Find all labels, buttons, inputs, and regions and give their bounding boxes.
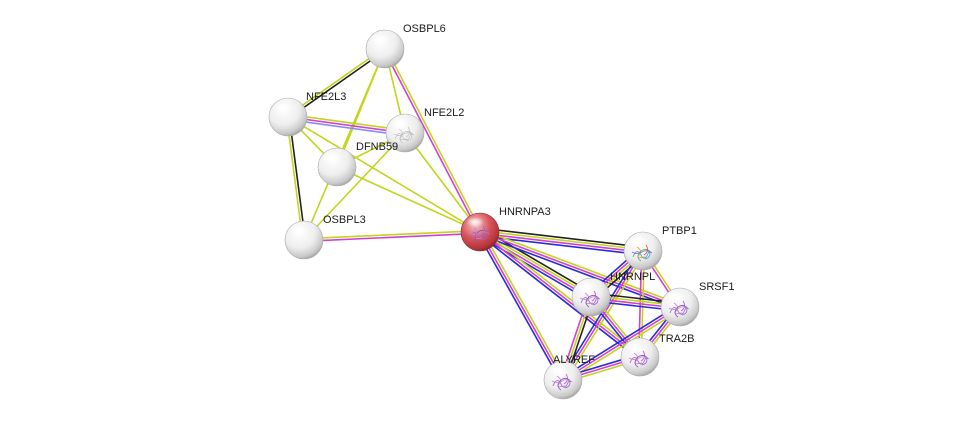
node-label: HNRNPA3 (499, 206, 551, 218)
edge-nfe2l2-osbpl3[interactable] (303, 132, 406, 241)
edge-osbpl6-nfe2l3[interactable] (286, 47, 387, 119)
node-label: HNRNPL (610, 271, 655, 283)
node-label: PTBP1 (662, 225, 697, 237)
edge-line-textmining (480, 229, 643, 356)
protein-structure-icon (468, 225, 490, 243)
node-label: OSBPL3 (323, 214, 366, 226)
node-osbpl6[interactable]: OSBPL6 (365, 23, 446, 69)
edge-hnrnpa3-srsf1[interactable] (478, 228, 682, 311)
node-osbpl3[interactable]: OSBPL3 (284, 214, 366, 260)
edge-line-textmining (481, 229, 567, 380)
node-highlight (323, 152, 341, 162)
node-highlight (549, 365, 567, 375)
node-dfnb59[interactable]: DFNB59 (317, 141, 398, 187)
edge-line-experiments (562, 306, 681, 381)
edge-line-databases (478, 233, 680, 311)
edge-nfe2l3-hnrnpa3[interactable] (287, 116, 481, 233)
node-srsf1[interactable]: SRSF1 (660, 281, 734, 327)
node-ptbp1[interactable]: PTBP1 (623, 225, 697, 271)
edge-line-textmining (479, 229, 644, 251)
node-highlight (577, 282, 595, 292)
edge-line-homology (286, 118, 406, 137)
edge-line-textmining (404, 132, 481, 233)
edge-osbpl6-hnrnpa3[interactable] (383, 47, 482, 234)
edge-line-coexpression (288, 116, 307, 241)
node-highlight (391, 118, 409, 128)
protein-structure-icon (628, 350, 650, 368)
protein-structure-icon (579, 290, 601, 308)
edge-line-textmining (564, 251, 647, 383)
edge-line-textmining (285, 116, 304, 241)
node-label: SRSF1 (699, 281, 734, 293)
edge-line-coexpression (287, 49, 387, 119)
node-label: NFE2L2 (424, 107, 464, 119)
node-hnrnpa3[interactable]: HNRNPA3 (460, 206, 551, 252)
edge-line-textmining (287, 116, 481, 233)
protein-structure-icon (631, 244, 653, 262)
edge-line-textmining (336, 166, 481, 233)
edge-line-experiments (479, 232, 644, 254)
edge-line-experiments (303, 232, 481, 243)
edge-nfe2l3-nfe2l2[interactable] (286, 113, 407, 137)
node-highlight (274, 102, 292, 112)
node-label: ALYREF (553, 354, 595, 366)
edge-hnrnpa3-alyref[interactable] (476, 229, 567, 383)
edge-line-coexpression (479, 227, 645, 248)
edge-srsf1-alyref[interactable] (560, 303, 683, 384)
edge-line-textmining (303, 132, 406, 241)
node-label: OSBPL6 (403, 23, 446, 35)
edge-line-experiments (478, 232, 592, 299)
edge-line-experiments (287, 116, 406, 134)
edge-line-textmining (563, 308, 683, 384)
edge-osbpl3-hnrnpa3[interactable] (303, 229, 481, 243)
node-label: NFE2L3 (306, 91, 346, 103)
edge-hnrnpa3-tra2b[interactable] (477, 229, 643, 360)
node-nfe2l2[interactable]: NFE2L2 (385, 107, 464, 153)
edge-line-textmining (480, 228, 682, 306)
node-highlight (371, 34, 389, 44)
node-hnrnpl[interactable]: HNRNPL (571, 271, 655, 317)
edge-line-textmining (303, 229, 481, 240)
edge-line-databases (477, 233, 640, 360)
protein-structure-icon (551, 373, 573, 391)
edge-line-textmining (286, 47, 386, 117)
edge-line-experiments (479, 231, 681, 308)
node-label: TRA2B (659, 333, 694, 345)
node-highlight (290, 225, 308, 235)
edge-line-experiments (479, 231, 641, 358)
edge-osbpl6-osbpl3[interactable] (303, 48, 386, 241)
protein-structure-icon (393, 126, 415, 144)
edge-line-databases (477, 234, 590, 302)
node-label: DFNB59 (356, 141, 398, 153)
edge-nfe2l2-hnrnpa3[interactable] (404, 132, 481, 233)
edge-nfe2l3-osbpl3[interactable] (285, 116, 307, 241)
node-highlight (626, 342, 644, 352)
edge-line-databases (476, 232, 562, 383)
protein-structure-icon (668, 300, 690, 318)
node-alyref[interactable]: ALYREF (543, 354, 595, 400)
edge-line-textmining (303, 48, 386, 241)
node-highlight (466, 217, 484, 227)
edge-line-experiments (479, 231, 564, 381)
edge-dfnb59-hnrnpa3[interactable] (336, 166, 481, 233)
edge-line-experiments (383, 48, 480, 234)
node-highlight (629, 236, 647, 246)
node-tra2b[interactable]: TRA2B (620, 333, 694, 377)
edge-line-textmining (287, 113, 407, 132)
node-highlight (666, 292, 684, 302)
edge-line-databases (560, 303, 680, 379)
edge-line-textmining (385, 47, 482, 233)
node-nfe2l3[interactable]: NFE2L3 (268, 91, 346, 137)
